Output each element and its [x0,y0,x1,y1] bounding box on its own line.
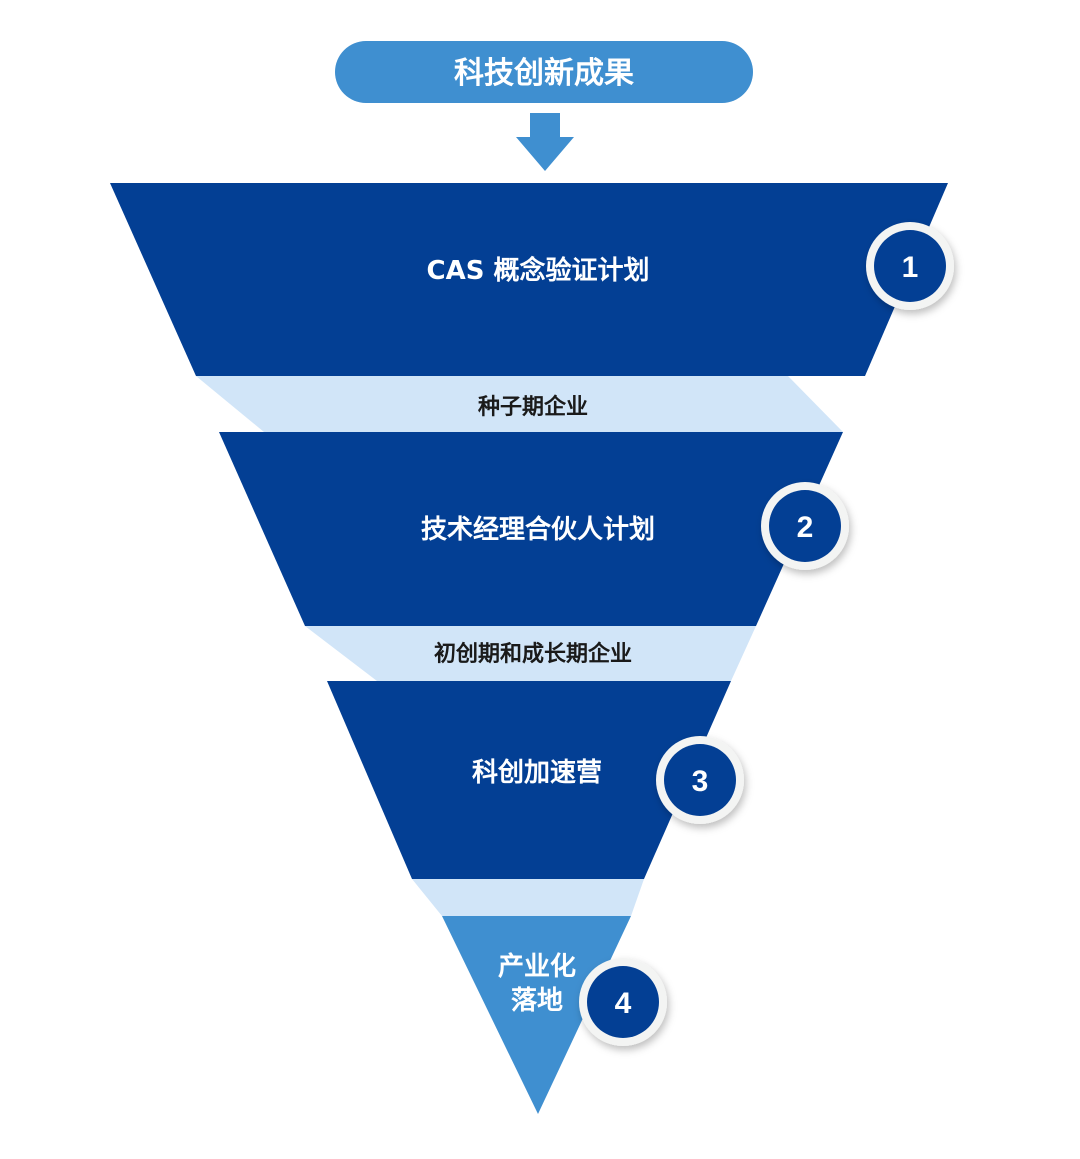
funnel-stage-4 [442,916,631,1114]
title-text: 科技创新成果 [454,56,634,91]
badge-1: 1 [866,222,954,310]
band-connector-2 [305,626,756,681]
stage-4-label-line1: 产业化 [498,952,576,982]
band-connector-1 [196,376,843,432]
funnel-stage-1 [110,183,948,376]
badge-3: 3 [656,736,744,824]
band-connector-3 [412,879,644,916]
badge-3-number: 3 [692,765,709,798]
title-pill: 科技创新成果 [335,41,753,103]
funnel-stage-2 [219,432,843,626]
badge-2-number: 2 [797,511,814,544]
band-1-label: 种子期企业 [478,394,588,420]
band-2-label: 初创期和成长期企业 [434,641,632,667]
funnel-stage-3 [327,681,731,879]
stage-4-label-line2: 落地 [511,986,563,1016]
down-arrow-icon [516,113,574,171]
stage-1-label: CAS 概念验证计划 [427,255,650,286]
badge-4-number: 4 [615,987,632,1020]
stage-3-label: 科创加速营 [472,758,602,788]
stage-2-label: 技术经理合伙人计划 [421,514,655,545]
badge-2: 2 [761,482,849,570]
badge-1-number: 1 [902,251,919,284]
badge-4: 4 [579,958,667,1046]
